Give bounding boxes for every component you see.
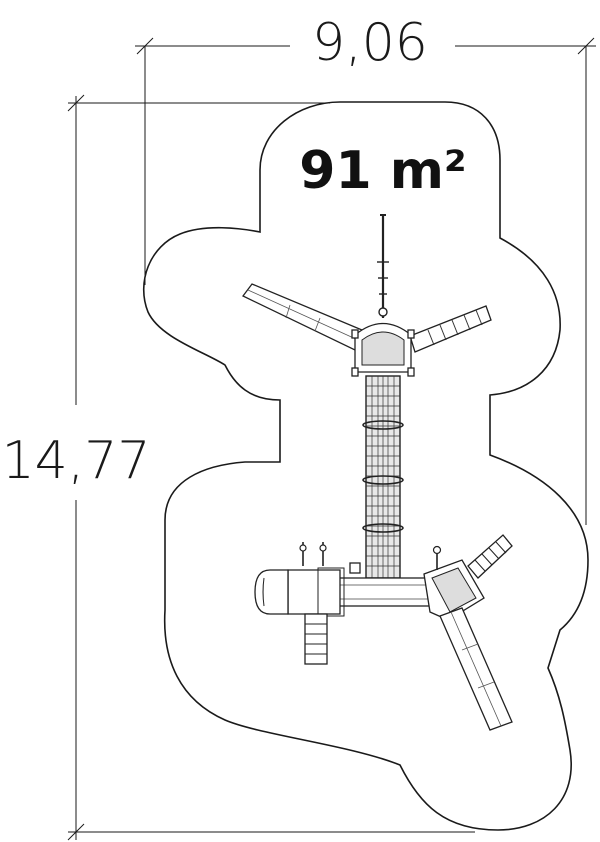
upper-right-tube-slide <box>409 305 492 353</box>
height-label: 14,77 <box>2 431 151 491</box>
upper-tower <box>351 322 415 377</box>
width-dimension: 9,06 <box>135 13 596 525</box>
upper-left-slide <box>242 283 363 351</box>
width-label: 9,06 <box>312 13 428 73</box>
lower-bridge <box>335 577 431 607</box>
net-tunnel <box>362 375 404 579</box>
safety-zone-outline <box>142 101 589 831</box>
height-dimension: 14,77 <box>2 94 475 841</box>
lower-right-ladder <box>467 534 513 579</box>
lower-right-tower <box>423 545 485 621</box>
lower-ladder <box>304 613 328 665</box>
play-structure <box>242 214 513 731</box>
area-label: 91 m² <box>299 141 466 201</box>
lower-left-platform <box>254 542 361 617</box>
mast <box>377 214 389 318</box>
lower-slide <box>439 607 513 731</box>
